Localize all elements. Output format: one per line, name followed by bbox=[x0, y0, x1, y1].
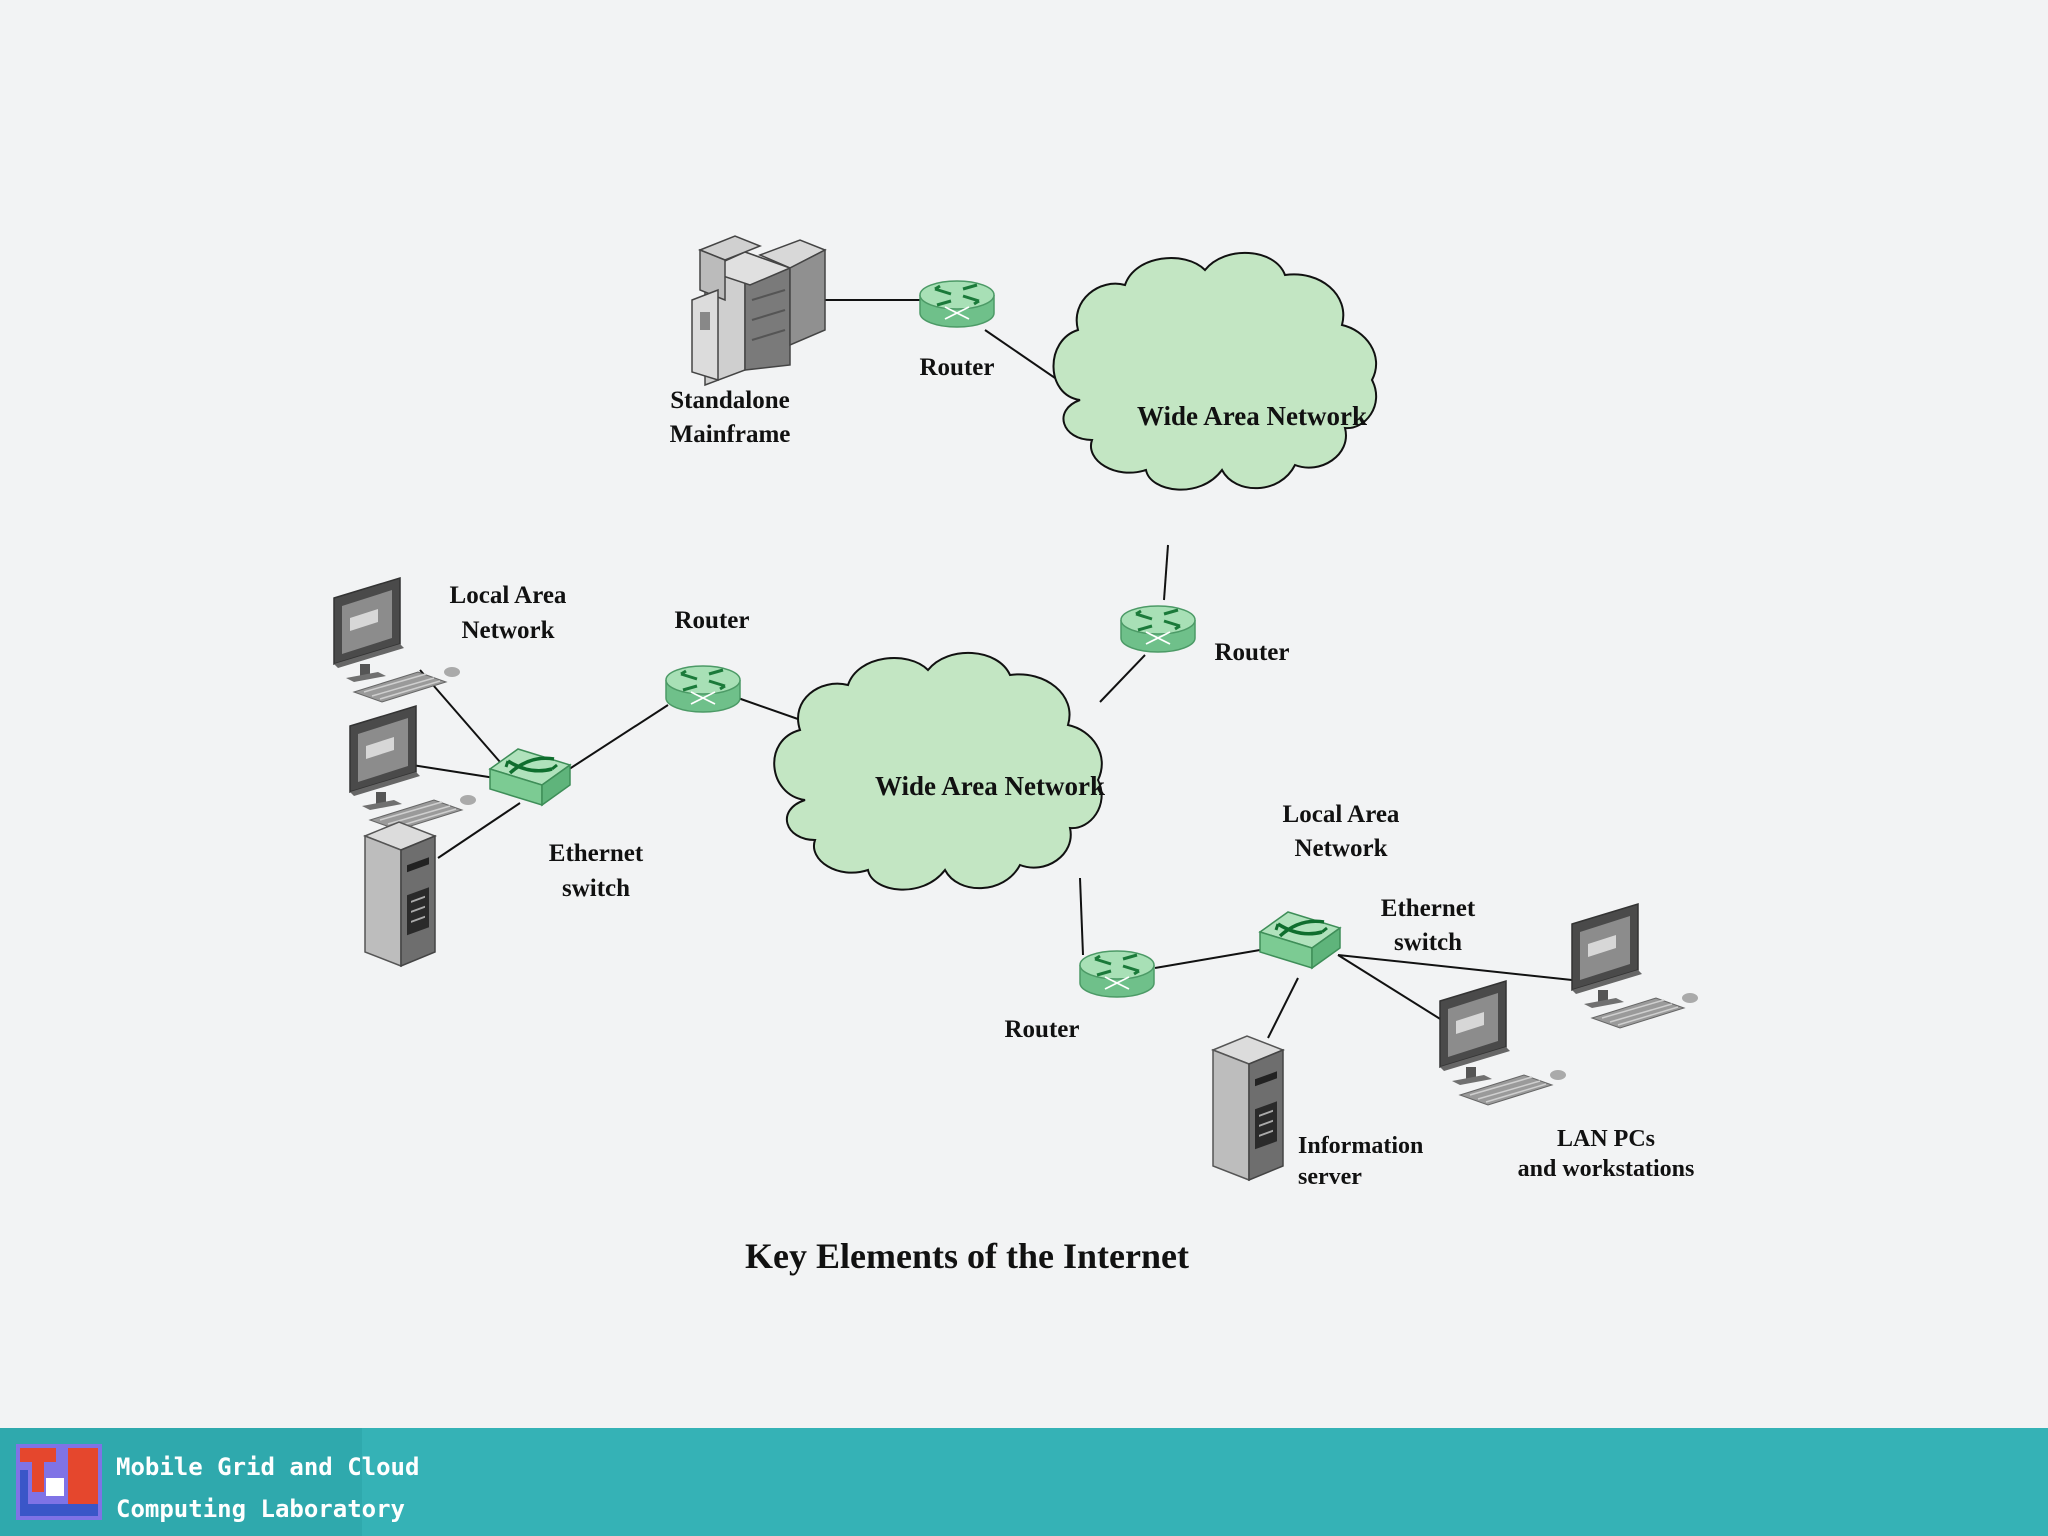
lab-name: Mobile Grid and Cloud Computing Laborato… bbox=[116, 1446, 419, 1530]
lan-pcs-label: LAN PCs bbox=[1557, 1126, 1655, 1152]
information-server-label: Information bbox=[1298, 1133, 1423, 1159]
connection-lines bbox=[411, 299, 1573, 1039]
ethernet-switch-left-icon bbox=[488, 747, 572, 807]
wan-bottom-label: Wide Area Network bbox=[875, 771, 1105, 801]
wan-cloud-bottom bbox=[773, 651, 1103, 891]
router-middle-icon bbox=[1119, 604, 1197, 654]
information-server-icon bbox=[1212, 1035, 1284, 1181]
switch-right-label: Ethernet bbox=[1381, 895, 1476, 922]
router-bottom-icon bbox=[1078, 949, 1156, 999]
lan-left-label: Network bbox=[461, 617, 554, 644]
lan-left-label: Local Area bbox=[450, 582, 567, 609]
router-top-label: Router bbox=[920, 354, 995, 381]
lan-right-label: Network bbox=[1294, 835, 1387, 862]
switch-left-label: switch bbox=[562, 875, 630, 902]
footer-bar: Mobile Grid and Cloud Computing Laborato… bbox=[0, 1428, 2048, 1536]
lan-pcs-label: and workstations bbox=[1518, 1156, 1695, 1182]
router-top-icon bbox=[918, 279, 996, 329]
wan-cloud-top bbox=[1052, 251, 1378, 491]
router-left-icon bbox=[664, 664, 742, 714]
mainframe-label: Mainframe bbox=[670, 421, 791, 448]
switch-right-label: switch bbox=[1394, 929, 1462, 956]
switch-left-label: Ethernet bbox=[549, 840, 644, 867]
mainframe-icon bbox=[691, 235, 827, 387]
router-left-label: Router bbox=[675, 607, 750, 634]
wan-top-label: Wide Area Network bbox=[1137, 401, 1367, 431]
workstation-icon bbox=[333, 577, 461, 703]
workstation-icon bbox=[1571, 903, 1699, 1029]
workstation-icon bbox=[349, 705, 477, 831]
ethernet-switch-right-icon bbox=[1258, 910, 1342, 970]
mainframe-label: Standalone bbox=[670, 387, 789, 414]
lab-name-line-2: Computing Laboratory bbox=[116, 1495, 405, 1523]
server-icon bbox=[364, 821, 436, 967]
information-server-label: server bbox=[1298, 1164, 1362, 1190]
diagram-title: Key Elements of the Internet bbox=[745, 1236, 1189, 1276]
lan-right-label: Local Area bbox=[1283, 801, 1400, 828]
lab-logo-block: Mobile Grid and Cloud Computing Laborato… bbox=[0, 1428, 419, 1536]
lab-logo-icon bbox=[16, 1444, 102, 1520]
router-middle-label: Router bbox=[1215, 639, 1290, 666]
workstation-icon bbox=[1439, 980, 1567, 1106]
router-bottom-label: Router bbox=[1005, 1016, 1080, 1043]
lab-name-line-1: Mobile Grid and Cloud bbox=[116, 1453, 420, 1481]
